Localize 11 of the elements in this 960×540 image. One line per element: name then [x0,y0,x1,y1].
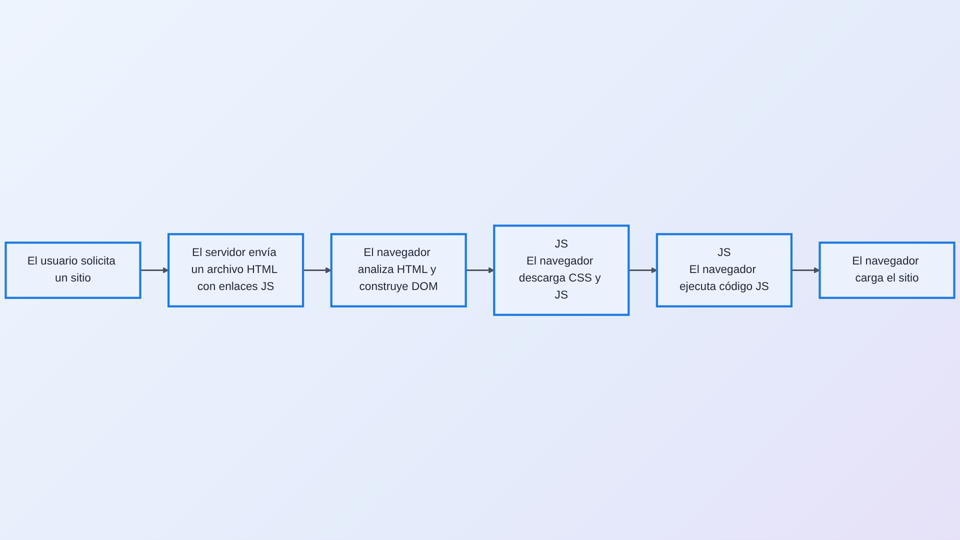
node-box: El servidor envía un archivo HTML con enlaces JS [167,232,304,308]
node-box: El navegador analiza HTML y construye DOM [330,232,467,308]
arrow [140,266,169,274]
node-box: JS El navegador descarga CSS y JS [493,224,630,316]
node-box: JS El navegador ejecuta código JS [656,232,793,308]
arrow [791,266,820,274]
arrow [628,266,658,274]
arrow [303,266,332,274]
arrow [466,266,494,274]
node-box: El usuario solicita un sitio [4,241,142,299]
node-box: El navegador carga el sitio [818,241,956,299]
